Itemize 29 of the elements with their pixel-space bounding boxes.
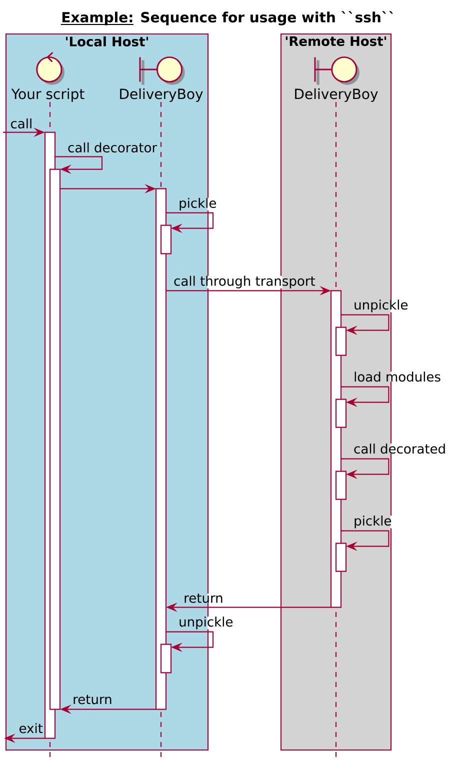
participant-name: DeliveryBoy <box>295 88 378 102</box>
message-label: call through transport <box>174 276 316 288</box>
message-label: call decorator <box>68 142 158 152</box>
activation-bar <box>335 326 347 356</box>
self-message-arrow <box>166 212 214 234</box>
activation-bar <box>160 644 172 674</box>
self-message-arrow <box>341 314 390 336</box>
message-label: unpickle <box>180 616 233 630</box>
title: Example: Sequence for usage with ``ssh`` <box>60 11 393 26</box>
self-message-arrow <box>341 386 390 408</box>
participant-name: Your script <box>11 88 84 102</box>
self-message-arrow <box>166 631 214 652</box>
message-label: unpickle <box>354 300 408 312</box>
self-message-arrow <box>341 530 390 551</box>
message-label: pickle <box>180 198 216 210</box>
message-label: load modules <box>354 372 440 382</box>
participant-name: DeliveryBoy <box>120 88 203 102</box>
self-message-arrow <box>341 458 390 480</box>
activation-bar <box>335 470 347 500</box>
activation-bar <box>160 224 172 254</box>
message-label: call decorated <box>354 444 445 454</box>
self-message-arrow <box>55 156 103 174</box>
activation-bar <box>335 398 347 428</box>
message-label: return <box>74 694 112 704</box>
activation-bar <box>49 168 61 710</box>
message-label: exit <box>19 723 43 734</box>
message-label: pickle <box>354 516 392 528</box>
activation-bar <box>335 542 347 572</box>
message-label: call <box>10 118 32 128</box>
